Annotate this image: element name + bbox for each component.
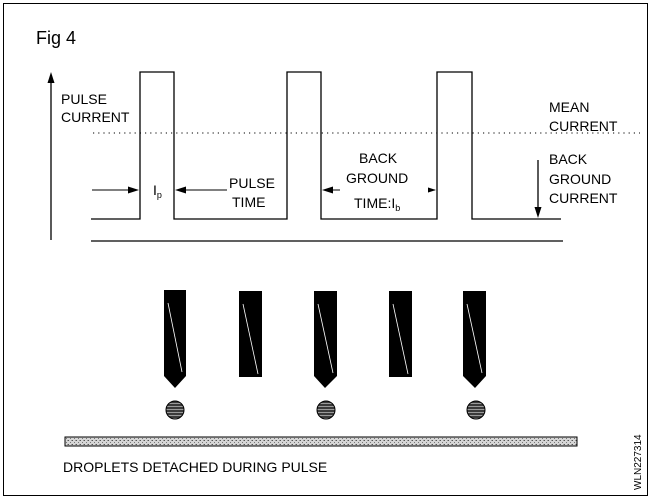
electrode-4 (389, 291, 412, 377)
figure-caption: DROPLETS DETACHED DURING PULSE (63, 459, 327, 475)
arrow-down-icon (534, 207, 542, 218)
background-current-arrow (534, 160, 542, 218)
background-current-label: BACK GROUND CURRENT (549, 151, 618, 206)
electrode-3 (314, 291, 337, 388)
work-plate (64, 436, 578, 447)
background-time-label: BACK GROUND TIME:Ib (346, 150, 412, 213)
pulse-current-label: PULSE CURRENT (61, 91, 130, 125)
droplet-2 (316, 400, 336, 420)
arrow-right-icon (128, 186, 139, 194)
pulse-waveform (91, 71, 561, 220)
figure-frame (3, 3, 648, 496)
electrode-1 (164, 290, 186, 388)
pulse-time-symbol: Ip (153, 182, 162, 200)
mean-current-label: MEAN CURRENT (549, 99, 618, 134)
pulse-time-label: PULSE TIME (229, 175, 279, 210)
figure-code: WLN227314 (633, 434, 644, 490)
pulse-time-dimension: Ip (92, 182, 227, 200)
electrode-5 (463, 291, 486, 388)
arrow-left-icon (175, 186, 186, 194)
axis-arrow-icon (47, 72, 55, 83)
droplet-3 (466, 400, 486, 420)
figure-title: Fig 4 (36, 28, 76, 48)
current-axis (47, 72, 55, 240)
arrow-left-icon (322, 186, 333, 194)
droplet-1 (165, 400, 185, 420)
electrode-2 (239, 291, 262, 377)
